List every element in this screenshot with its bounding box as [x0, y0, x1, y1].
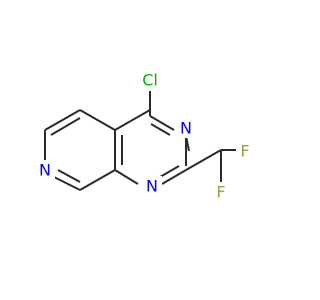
atom-n1: N: [146, 177, 158, 196]
bond-c2-n1-inner: [159, 165, 180, 178]
bond-n1-c8a: [114, 169, 139, 185]
atom-chlorine: Cl: [142, 71, 158, 90]
bond-n7-c8-inner: [57, 169, 81, 183]
chemical-structure-diagram: Cl N N N F F: [35, 70, 254, 202]
atom-f-upper: F: [240, 142, 249, 161]
bond-c2-chf2: [185, 149, 222, 171]
bond-c4-n3: [149, 115, 175, 131]
bond-c5-c6: [44, 109, 81, 131]
atom-labels: Cl N N N F F: [39, 71, 250, 202]
bond-c4a-c4: [114, 109, 151, 131]
atom-n3: N: [180, 119, 192, 138]
label-backgrounds: [35, 71, 254, 202]
bond-c5-c6-inner: [50, 117, 81, 136]
bond-n7-c8: [51, 175, 81, 191]
bonds: [44, 90, 236, 191]
atom-n-pyridine: N: [39, 161, 51, 180]
bond-c4a-c5: [79, 109, 116, 131]
atom-f-lower: F: [216, 183, 225, 202]
bond-c4-n3-inner: [150, 123, 171, 136]
bond-c2-n1: [161, 169, 187, 185]
bond-c8-c8a: [79, 169, 116, 191]
